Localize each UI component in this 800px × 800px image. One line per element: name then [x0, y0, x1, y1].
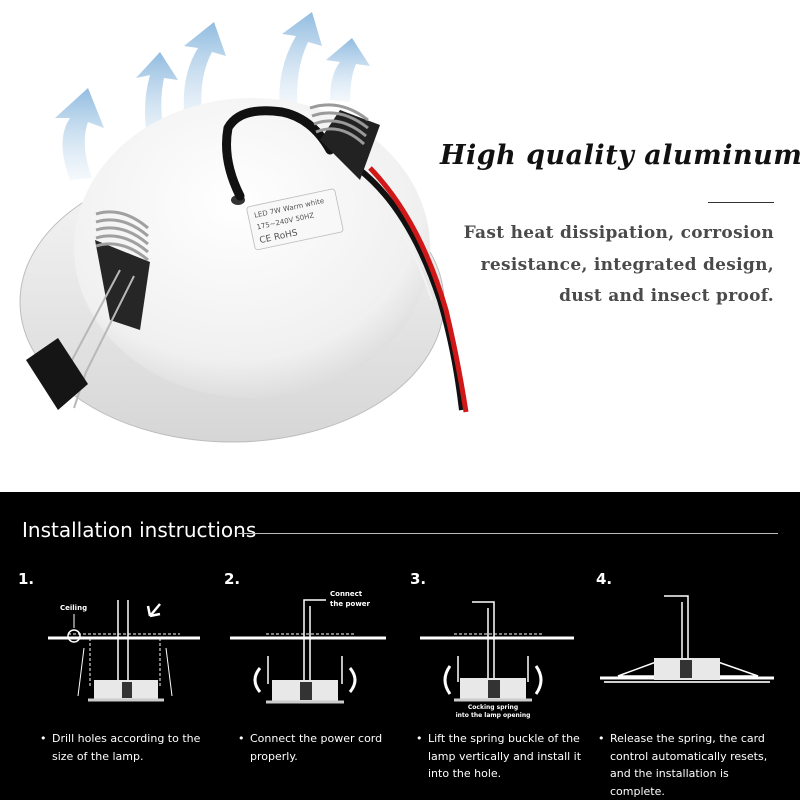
bullet-icon: •: [238, 732, 245, 745]
headline-divider: [708, 202, 774, 203]
step-4-diagram: [600, 595, 774, 683]
black-lead: [358, 167, 465, 411]
step-2-text: • Connect the power cord properly.: [238, 732, 383, 763]
headline: High quality aluminum: [440, 140, 800, 171]
step-3-text: • Lift the spring buckle of the lamp ver…: [416, 732, 582, 780]
rotate-arrow-icon: [253, 667, 262, 693]
step-1-diagram: Ceiling: [48, 600, 200, 702]
step-3-number: 3.: [410, 570, 427, 588]
step-2-number: 2.: [224, 570, 241, 588]
spring-clip-right: [309, 103, 380, 180]
step-2-diagram: Connect the power: [230, 590, 386, 704]
connect-power-label-1: Connect: [330, 590, 363, 598]
rotate-arrow-icon: [348, 667, 357, 693]
cocking-spring-label-1: Cocking spring: [468, 704, 518, 711]
description-line: resistance, integrated design,: [480, 254, 774, 275]
description-line: Fast heat dissipation, corrosion: [463, 223, 774, 243]
product-label: LED 7W Warm white 175~240V 50HZ CE RoHS: [246, 188, 344, 251]
description-line: dust and insect proof.: [559, 286, 774, 306]
product-section: LED 7W Warm white 175~240V 50HZ CE RoHS: [19, 12, 800, 443]
connect-power-label-2: the power: [330, 600, 371, 608]
step-4-number: 4.: [596, 570, 613, 588]
rotate-arrow-icon: [534, 665, 543, 695]
step-3-diagram: Cocking spring into the lamp opening: [420, 601, 574, 719]
step-1-number: 1.: [18, 570, 35, 588]
installation-section: Installation instructions 1. Ceiling • D…: [0, 492, 800, 800]
clip-tab: [26, 338, 88, 410]
rotate-arrow-icon: [443, 665, 452, 695]
black-wire: [222, 106, 335, 201]
product-description: Fast heat dissipation, corrosion resista…: [430, 218, 774, 313]
ceiling-label: Ceiling: [60, 604, 87, 612]
cocking-spring-label-2: into the lamp opening: [456, 712, 531, 719]
spring-clip-left: [26, 210, 150, 410]
bullet-icon: •: [40, 732, 47, 745]
bullet-icon: •: [598, 732, 605, 745]
heat-arrows: [55, 12, 370, 180]
arrow-icon: [146, 603, 161, 618]
bullet-icon: •: [416, 732, 423, 745]
step-4-text: • Release the spring, the card control a…: [598, 732, 768, 798]
red-lead: [368, 166, 469, 413]
downlight-illustration: LED 7W Warm white 175~240V 50HZ CE RoHS: [19, 12, 469, 443]
step-1-text: • Drill holes according to the size of t…: [40, 732, 201, 763]
title-divider: [238, 533, 778, 534]
installation-title: Installation instructions: [22, 518, 257, 542]
